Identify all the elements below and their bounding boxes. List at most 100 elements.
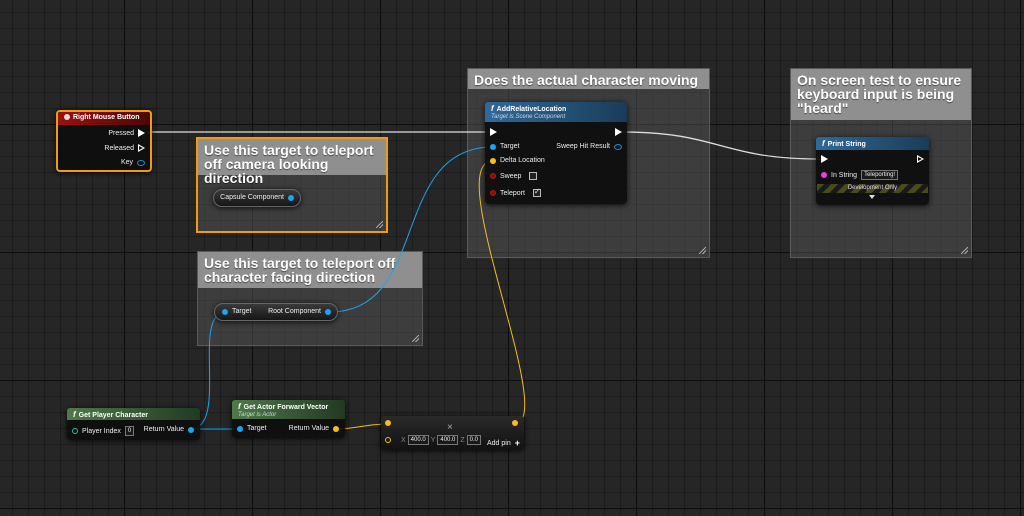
- exec-pin-icon[interactable]: [821, 155, 828, 163]
- comment-box-facing-direction[interactable]: Use this target to teleport off characte…: [197, 251, 423, 346]
- z-value-field[interactable]: 0.0: [466, 435, 481, 445]
- vector-pin-icon[interactable]: [490, 157, 496, 164]
- pin-label: Sweep Hit Result: [556, 143, 610, 150]
- pin-sweep[interactable]: Sweep: [490, 172, 538, 180]
- vector-pin-icon[interactable]: [512, 420, 518, 426]
- vector-wire-multiply-to-delta: [478, 160, 526, 425]
- pin-target[interactable]: Target: [490, 143, 519, 150]
- pin-pressed[interactable]: Pressed: [108, 129, 145, 137]
- pin-input-b[interactable]: X 400.0 Y 400.0 Z 0.0: [385, 435, 481, 445]
- vector-pin-icon[interactable]: [385, 420, 391, 426]
- object-pin-icon[interactable]: [325, 308, 331, 315]
- node-title: Get Actor Forward Vector: [243, 404, 329, 411]
- pin-capsule-component[interactable]: Capsule Component: [220, 194, 294, 201]
- exec-in-pin[interactable]: [821, 155, 828, 163]
- pin-root-component[interactable]: Root Component: [268, 308, 331, 315]
- pin-delta-location[interactable]: Delta Location: [490, 157, 545, 164]
- x-axis-label: X: [401, 436, 406, 444]
- function-icon: f: [491, 104, 494, 113]
- exec-pin-icon[interactable]: [917, 155, 924, 163]
- pin-label: In String: [831, 171, 858, 179]
- pin-label: Pressed: [108, 129, 134, 137]
- exec-out-pin[interactable]: [615, 128, 622, 136]
- plus-icon[interactable]: +: [514, 438, 520, 448]
- add-pin-button[interactable]: Add pin +: [487, 438, 520, 448]
- exec-in-pin[interactable]: [490, 128, 497, 136]
- resize-grip[interactable]: [412, 335, 419, 342]
- object-pin-icon[interactable]: [222, 308, 228, 315]
- object-pin-icon[interactable]: [188, 426, 194, 433]
- pin-input-a[interactable]: [385, 420, 391, 426]
- struct-pin-icon[interactable]: [137, 159, 145, 166]
- development-only-banner: Development Only: [817, 184, 928, 193]
- bool-pin-icon[interactable]: [490, 190, 496, 196]
- resize-grip[interactable]: [961, 247, 968, 254]
- node-title: AddRelativeLocation: [496, 106, 567, 113]
- function-icon: f: [73, 410, 76, 419]
- pin-output[interactable]: [512, 420, 518, 426]
- pin-label: Return Value: [143, 426, 184, 433]
- struct-pin-icon[interactable]: [614, 143, 622, 150]
- pin-sweep-hit-result[interactable]: Sweep Hit Result: [556, 143, 622, 150]
- comment-title[interactable]: Does the actual character moving: [468, 69, 709, 89]
- vector-pin-icon[interactable]: [333, 425, 339, 432]
- y-value-field[interactable]: 400.0: [437, 435, 459, 445]
- exec-pin-icon[interactable]: [490, 128, 497, 136]
- pin-label: Key: [120, 159, 133, 166]
- resize-grip[interactable]: [376, 221, 383, 228]
- node-subtitle: Target is Scene Component: [491, 114, 566, 120]
- pin-return-value[interactable]: Return Value: [289, 425, 339, 432]
- teleport-checkbox[interactable]: [532, 187, 541, 197]
- in-string-field[interactable]: Teleporting!: [861, 170, 899, 180]
- int-pin-icon[interactable]: [72, 428, 78, 434]
- string-pin-icon[interactable]: [821, 172, 827, 178]
- pin-teleport[interactable]: Teleport: [490, 187, 541, 197]
- comment-title[interactable]: On screen test to ensure keyboard input …: [791, 69, 971, 120]
- object-pin-icon[interactable]: [237, 425, 243, 432]
- bool-pin-icon[interactable]: [490, 173, 496, 179]
- pin-return-value[interactable]: Return Value: [144, 426, 194, 433]
- object-pin-icon[interactable]: [288, 194, 294, 201]
- comment-title[interactable]: Use this target to teleport off characte…: [198, 252, 422, 288]
- comment-title[interactable]: Use this target to teleport off camera l…: [198, 139, 386, 185]
- node-subtitle: Target is Actor: [238, 412, 277, 418]
- pin-player-index[interactable]: Player Index 0: [72, 426, 135, 436]
- sweep-checkbox[interactable]: [529, 172, 538, 180]
- pin-label: Teleport: [500, 189, 525, 197]
- pin-label: Return Value: [288, 425, 329, 432]
- exec-pin-icon[interactable]: [615, 128, 622, 136]
- pin-target[interactable]: Target: [237, 425, 266, 432]
- comment-box-camera-direction[interactable]: Use this target to teleport off camera l…: [196, 137, 388, 233]
- capsule-component-node[interactable]: Capsule Component: [213, 189, 301, 207]
- exec-pin-icon[interactable]: [138, 129, 145, 137]
- vector-pin-icon[interactable]: [385, 437, 391, 443]
- pin-key[interactable]: Key: [121, 159, 145, 166]
- expand-arrow-icon[interactable]: [869, 195, 875, 199]
- resize-grip[interactable]: [699, 247, 706, 254]
- root-component-node[interactable]: Target Root Component: [214, 303, 338, 321]
- x-value-field[interactable]: 400.0: [407, 435, 429, 445]
- multiply-node[interactable]: × X 400.0 Y 400.0 Z 0.0 Add pin +: [381, 416, 524, 450]
- exec-out-pin[interactable]: [917, 155, 924, 163]
- exec-pin-icon[interactable]: [138, 144, 145, 152]
- add-pin-label: Add pin: [486, 439, 511, 447]
- player-index-field[interactable]: 0: [124, 426, 135, 436]
- pin-target[interactable]: Target: [222, 308, 251, 315]
- object-wire-root-to-target: [329, 146, 494, 313]
- pin-released[interactable]: Released: [104, 144, 145, 152]
- right-mouse-button-node[interactable]: Right Mouse Button Pressed Released Key: [56, 110, 152, 172]
- node-header[interactable]: Right Mouse Button: [58, 112, 150, 125]
- pin-label: Player Index: [82, 427, 121, 435]
- object-pin-icon[interactable]: [490, 143, 496, 150]
- pin-in-string[interactable]: In String Teleporting!: [821, 170, 899, 180]
- node-title: Right Mouse Button: [73, 114, 140, 121]
